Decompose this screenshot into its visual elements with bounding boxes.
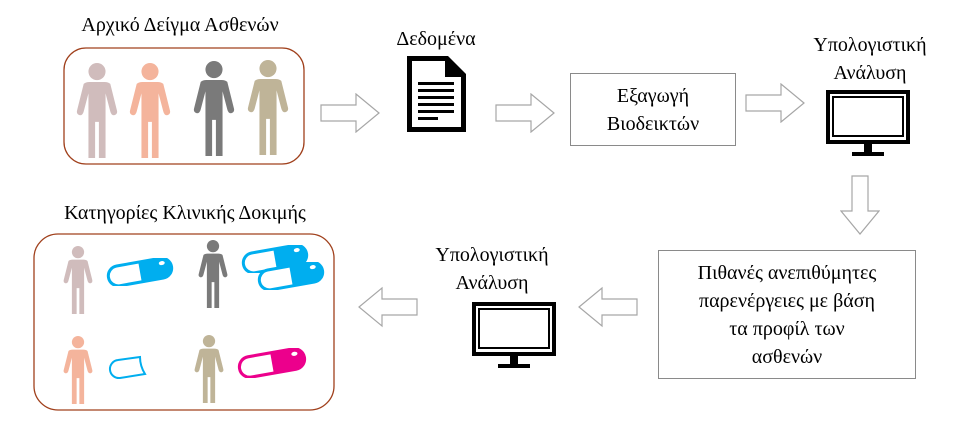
monitor-icon xyxy=(826,90,910,158)
broken-capsule-icon xyxy=(109,355,147,380)
arrow-right-icon xyxy=(745,83,805,123)
biomarker-extraction-box: Εξαγωγή Βιοδεικτών xyxy=(570,73,736,146)
side-effects-box: Πιθανές ανεπιθύμητες παρενέργειες με βάσ… xyxy=(658,250,916,379)
arrow-right-icon xyxy=(495,93,555,133)
initial-sample-label: Αρχικό Δείγμα Ασθενών xyxy=(81,14,279,36)
side-effects-line-1: Πιθανές ανεπιθύμητες xyxy=(697,261,877,284)
computation-label-top-1: Υπολογιστική xyxy=(813,34,927,56)
capsule-icon xyxy=(105,258,175,286)
side-effects-line-2: παρενέργειες με βάση xyxy=(698,289,875,312)
biomarker-line-2: Βιοδεικτών xyxy=(606,112,700,135)
computation-label-bottom-1: Υπολογιστική xyxy=(435,244,549,266)
computation-label-top-2: Ανάλυση xyxy=(833,62,907,84)
capsule-icon xyxy=(236,348,308,378)
arrow-left-icon xyxy=(358,287,418,327)
trial-categories-group xyxy=(33,233,335,411)
arrow-left-icon xyxy=(578,287,638,327)
data-label: Δεδομένα xyxy=(396,28,476,50)
arrow-down-icon xyxy=(840,175,880,235)
biomarker-line-1: Εξαγωγή xyxy=(616,84,690,107)
side-effects-line-3: τα προφίλ των xyxy=(729,317,845,340)
person-icon xyxy=(247,60,289,155)
document-icon xyxy=(407,56,466,132)
side-effects-line-4: ασθενών xyxy=(751,345,823,368)
person-icon xyxy=(63,336,93,404)
trial-categories-label: Κατηγορίες Κλινικής Δοκιμής xyxy=(64,202,306,224)
monitor-icon xyxy=(472,302,556,370)
person-icon xyxy=(63,246,93,314)
person-icon xyxy=(76,63,118,158)
arrow-right-icon xyxy=(320,93,380,133)
person-icon xyxy=(193,61,235,156)
person-icon xyxy=(198,240,228,308)
computation-label-bottom-2: Ανάλυση xyxy=(455,272,529,294)
person-icon xyxy=(194,335,224,403)
person-icon xyxy=(129,63,171,158)
initial-sample-group xyxy=(63,47,305,165)
